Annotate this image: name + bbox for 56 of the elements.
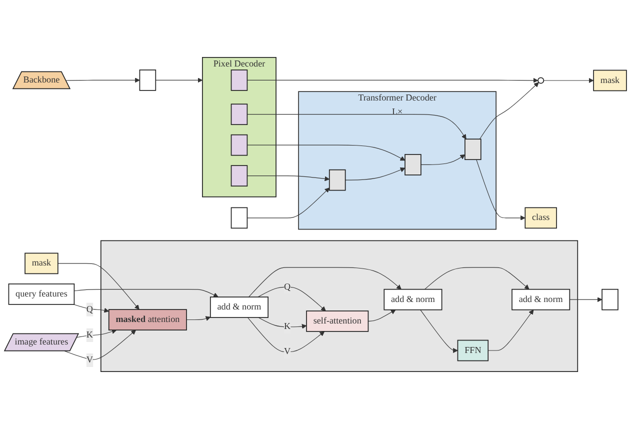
arrow — [58, 263, 140, 310]
arrow — [420, 154, 466, 165]
node-box — [230, 104, 248, 126]
node-box: mask — [24, 252, 58, 274]
node-bar — [139, 70, 156, 91]
arrow — [258, 317, 307, 329]
node-box: FFN — [457, 340, 489, 362]
arrow — [74, 289, 218, 298]
edge-label: V — [86, 355, 93, 365]
edge-label: K — [284, 322, 291, 332]
arrow — [246, 114, 466, 140]
node-box — [230, 207, 248, 229]
arrow — [246, 176, 330, 182]
arrow — [479, 82, 539, 140]
node-box — [404, 154, 422, 176]
arrow — [246, 144, 406, 161]
cluster — [100, 240, 578, 372]
node-box: add & norm — [384, 288, 442, 310]
cluster: Pixel Decoder — [202, 57, 276, 198]
arrow — [476, 159, 526, 220]
arrow — [543, 78, 594, 83]
edge-label: Q — [284, 282, 291, 292]
node-box: add & norm — [512, 288, 570, 310]
arrow — [76, 329, 117, 338]
arrow — [155, 78, 203, 83]
node-box — [328, 169, 346, 191]
arrow — [420, 310, 458, 353]
arrow — [73, 304, 110, 313]
node-box — [230, 70, 248, 91]
arrow — [246, 188, 330, 218]
edge-label: K — [86, 330, 93, 340]
node-box: class — [524, 207, 557, 229]
arrow — [345, 167, 406, 180]
node-box — [464, 138, 482, 160]
arrow — [569, 297, 602, 302]
node-circle — [538, 77, 544, 84]
node-box: self-attention — [306, 310, 369, 332]
node-box: add & norm — [210, 296, 268, 318]
arrow — [64, 330, 136, 360]
arrow — [488, 310, 534, 351]
arrow — [248, 267, 402, 298]
arrow — [246, 78, 538, 83]
node-box — [602, 288, 618, 310]
node-box: query features — [8, 284, 75, 305]
arrow — [186, 316, 211, 321]
arrow — [247, 317, 325, 352]
arrow — [368, 310, 396, 322]
arrow — [66, 78, 140, 83]
edge-label: Q — [86, 304, 93, 314]
node-box: mask — [593, 70, 627, 92]
node-box: masked attention — [108, 309, 187, 330]
arrow — [258, 286, 326, 312]
arrow — [424, 267, 530, 290]
edge-label: V — [284, 346, 291, 356]
node-box — [230, 134, 248, 156]
node-box — [230, 165, 248, 186]
